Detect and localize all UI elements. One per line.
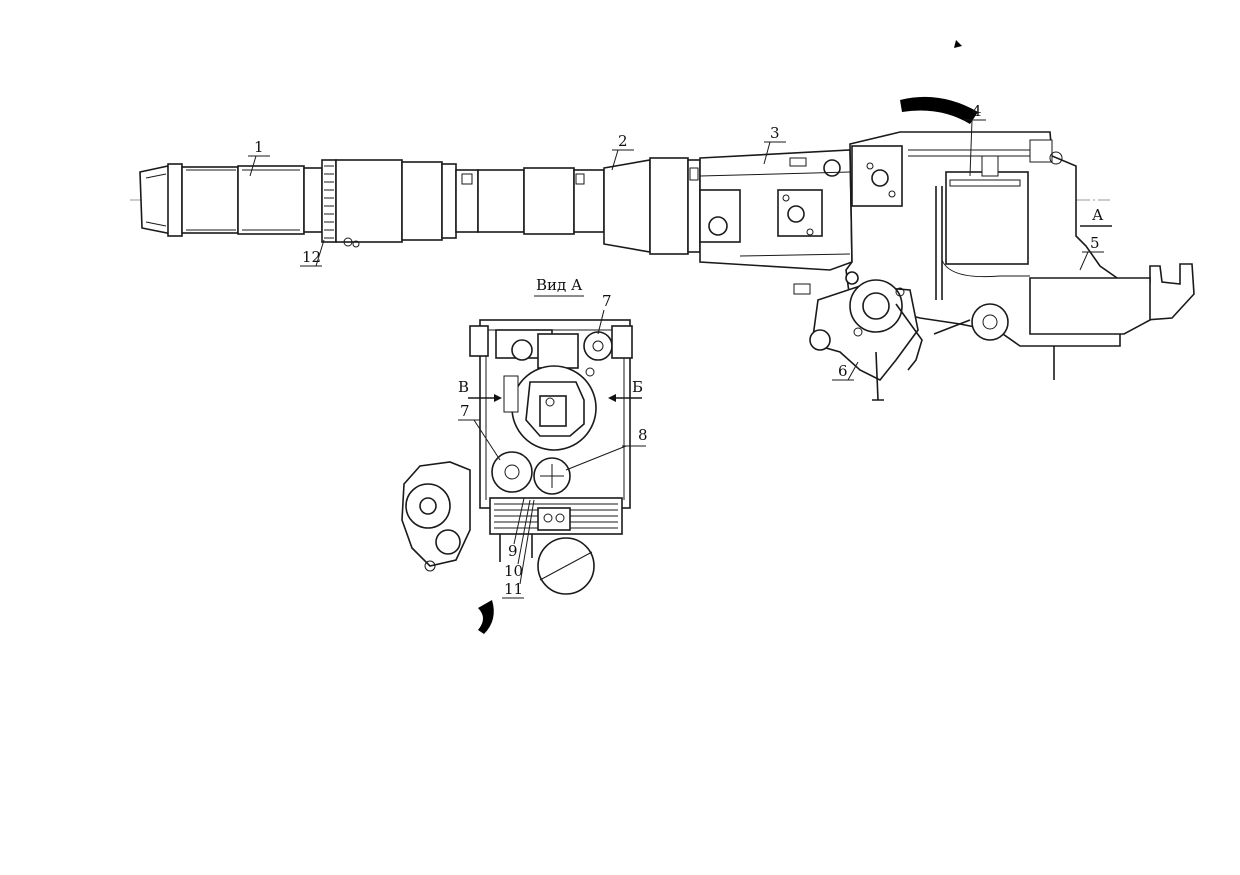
svg-text:9: 9: [508, 542, 518, 560]
callout-8: 8: [565, 426, 648, 471]
section-mark-v: В: [458, 378, 469, 396]
callout-11: 11: [502, 499, 535, 599]
svg-text:А: А: [1092, 206, 1104, 224]
svg-text:10: 10: [504, 562, 523, 580]
callout-3: 3: [763, 124, 786, 165]
svg-text:8: 8: [638, 426, 648, 444]
svg-text:7: 7: [602, 292, 612, 310]
view-title: Вид А: [534, 276, 584, 297]
svg-text:5: 5: [1090, 234, 1100, 252]
svg-text:В: В: [458, 378, 469, 396]
view-a-section: [401, 319, 642, 634]
svg-text:1: 1: [254, 138, 264, 156]
callout-12: 12: [300, 239, 325, 267]
svg-text:2: 2: [618, 132, 628, 150]
callout-10: 10: [504, 499, 531, 580]
callout-7-top: 7: [597, 292, 612, 335]
callout-6: 6: [832, 361, 859, 381]
section-mark-b: Б: [632, 378, 643, 396]
callout-5: 5: [1079, 234, 1104, 271]
receiver-housing-3: [699, 149, 853, 271]
svg-text:Б: Б: [632, 378, 643, 396]
main-assembly-side-view: [130, 40, 1195, 401]
section-mark-a: А: [1080, 206, 1112, 227]
svg-text:Вид А: Вид А: [536, 276, 583, 294]
callout-7-left: 7: [458, 402, 501, 461]
breech-frame: [793, 131, 1195, 401]
callout-1: 1: [248, 138, 270, 177]
callout-9: 9: [508, 497, 525, 560]
svg-text:12: 12: [302, 248, 321, 266]
callout-2: 2: [611, 132, 634, 171]
clamp-12: [321, 159, 337, 243]
svg-text:4: 4: [972, 102, 982, 120]
callout-4: 4: [964, 102, 986, 177]
svg-text:6: 6: [838, 362, 848, 380]
svg-text:3: 3: [770, 124, 780, 142]
svg-text:7: 7: [460, 402, 470, 420]
svg-text:11: 11: [504, 580, 523, 598]
